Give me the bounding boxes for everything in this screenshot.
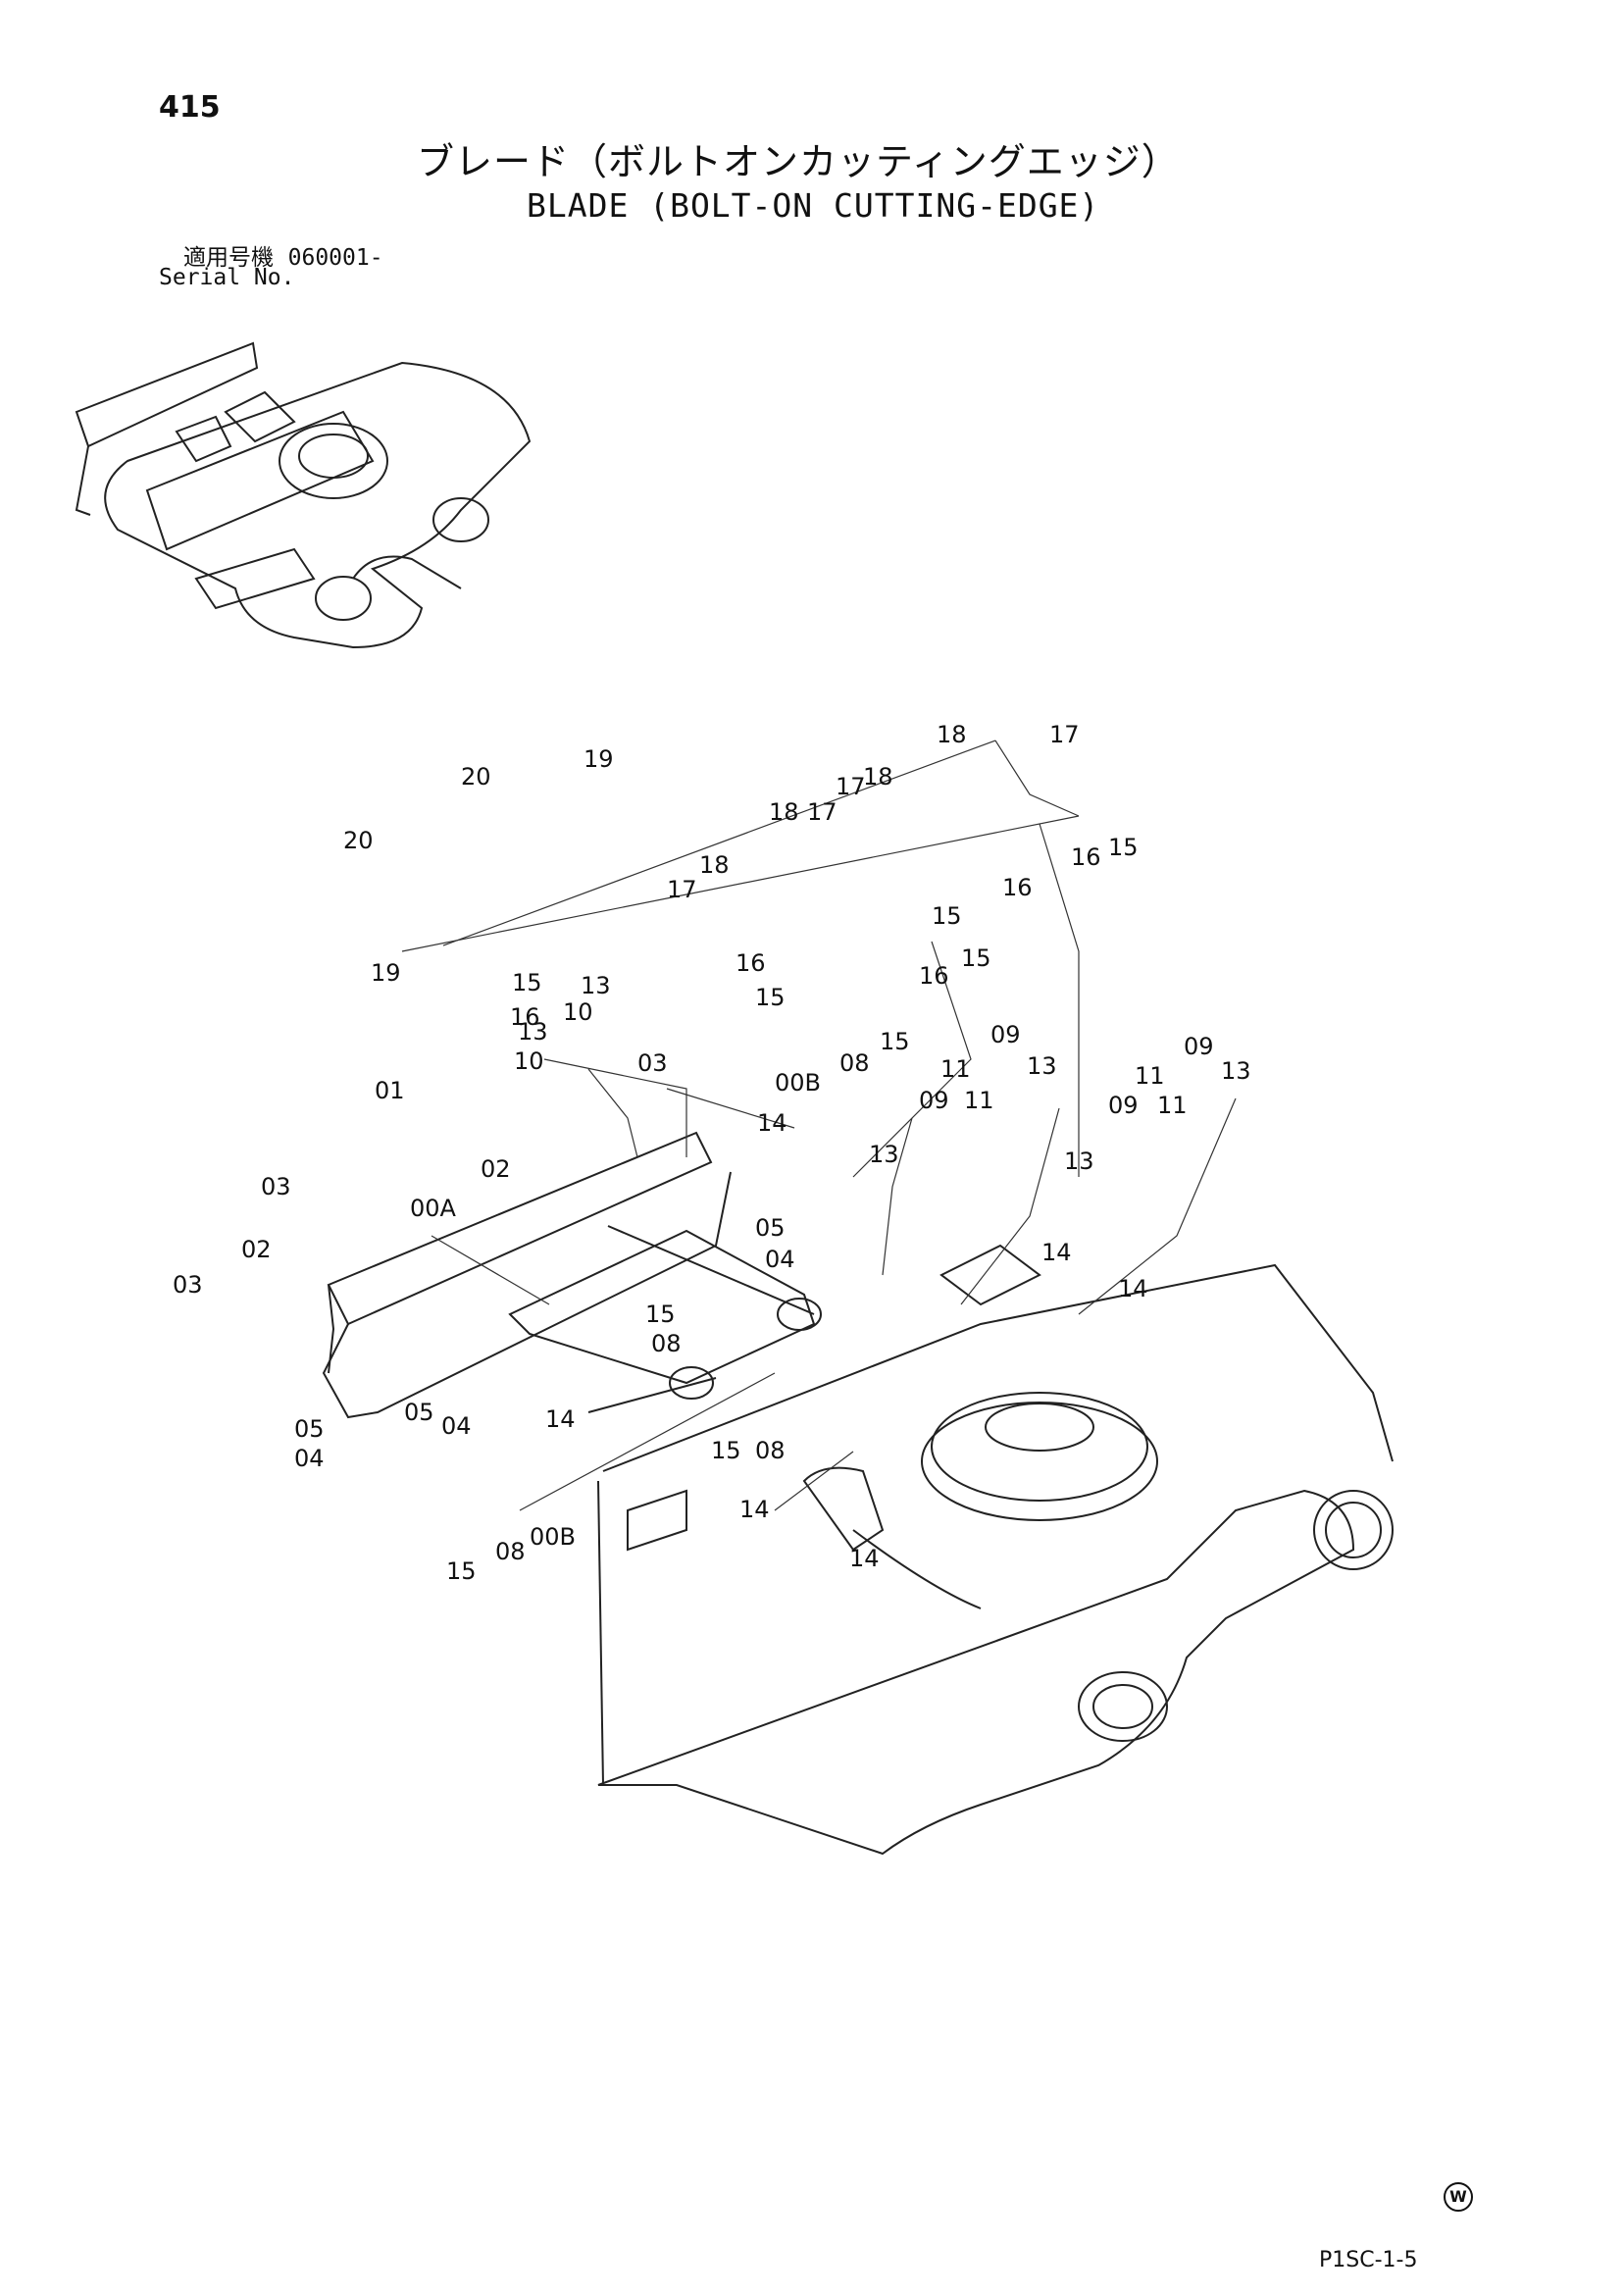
page-code: P1SC-1-5 (1319, 2248, 1418, 2272)
callout-label: 15 (446, 1557, 477, 1585)
callout-label: 15 (932, 902, 962, 930)
callout-label: 14 (757, 1109, 787, 1137)
callout-label: 04 (765, 1246, 795, 1273)
callout-label: 02 (481, 1155, 511, 1183)
callout-labels: 20 19 20 19 18 17 17 18 18 17 17 18 16 1… (173, 721, 1251, 1585)
callout-label: 10 (514, 1047, 544, 1075)
callout-label: 00B (530, 1523, 576, 1551)
leader-lines (401, 740, 1237, 1511)
callout-label: 19 (371, 959, 401, 987)
callout-label: 15 (755, 984, 786, 1011)
callout-label: 09 (1184, 1033, 1214, 1060)
callout-label: 09 (1108, 1092, 1139, 1119)
callout-label: 11 (1157, 1092, 1188, 1119)
callout-label: 08 (755, 1437, 786, 1464)
callout-label: 15 (961, 944, 991, 972)
callout-label: 08 (495, 1538, 526, 1565)
exploded-view-outline (322, 1131, 1394, 1856)
callout-label: 15 (711, 1437, 741, 1464)
callout-label: 16 (1071, 843, 1101, 871)
callout-label: 13 (581, 972, 611, 999)
callout-label: 13 (1221, 1057, 1251, 1085)
callout-label: 16 (510, 1003, 540, 1031)
callout-label: 05 (294, 1415, 325, 1443)
callout-label: 20 (461, 763, 491, 791)
title-english: BLADE (BOLT-ON CUTTING-EDGE) (527, 186, 1100, 225)
w-mark-symbol: W (1444, 2182, 1473, 2212)
page-number: 415 (159, 90, 221, 125)
callout-label: 13 (869, 1141, 899, 1168)
callout-label: 11 (964, 1087, 994, 1114)
callout-label: 14 (1041, 1239, 1072, 1266)
callout-label: 19 (584, 745, 614, 773)
callout-label: 13 (1027, 1052, 1057, 1080)
callout-label: 00B (775, 1069, 821, 1097)
callout-label: 05 (755, 1214, 786, 1242)
callout-label: 17 (1049, 721, 1080, 748)
callout-label: 15 (1108, 834, 1139, 861)
callout-label: 18 (699, 851, 730, 879)
callout-label: 08 (651, 1330, 682, 1357)
callout-label: 09 (990, 1021, 1021, 1048)
serial-label-japanese: 適用号機 (183, 245, 274, 271)
callout-label: 14 (1118, 1275, 1148, 1302)
callout-label: 15 (880, 1028, 910, 1055)
serial-line-japanese: 適用号機 060001- (183, 238, 383, 272)
callout-label: 04 (294, 1445, 325, 1472)
callout-label: 14 (849, 1545, 880, 1572)
serial-label-english: Serial No. (159, 265, 295, 290)
callout-label: 15 (645, 1301, 676, 1328)
callout-label: 03 (173, 1271, 203, 1299)
callout-label: 04 (441, 1412, 472, 1440)
callout-label: 11 (940, 1055, 971, 1083)
callout-label: 13 (1064, 1148, 1094, 1175)
callout-label: 03 (261, 1173, 291, 1200)
callout-label: 03 (637, 1049, 668, 1077)
callout-label: 16 (736, 949, 766, 977)
callout-label: 18 (769, 798, 799, 826)
callout-label: 14 (739, 1496, 770, 1523)
overview-thumbnail (75, 341, 532, 649)
callout-label: 17 (836, 773, 866, 800)
callout-label: 15 (512, 969, 542, 996)
callout-label: 05 (404, 1399, 434, 1426)
callout-label: 01 (375, 1077, 405, 1104)
callout-label: 14 (545, 1405, 576, 1433)
serial-value: 060001- (287, 245, 383, 271)
callout-label: 08 (839, 1049, 870, 1077)
callout-label: 16 (1002, 874, 1033, 901)
callout-label: 00A (410, 1195, 457, 1222)
callout-label: 18 (863, 763, 893, 791)
callout-label: 09 (919, 1087, 949, 1114)
callout-label: 10 (563, 998, 593, 1026)
callout-label: 18 (937, 721, 967, 748)
callout-label: 17 (667, 876, 697, 903)
callout-label: 11 (1135, 1062, 1165, 1090)
callout-label: 20 (343, 827, 374, 854)
callout-label: 02 (241, 1236, 272, 1263)
callout-label: 17 (807, 798, 837, 826)
callout-label: 13 (518, 1018, 548, 1046)
title-japanese: ブレード（ボルトオンカッティングエッジ） (417, 140, 1180, 183)
callout-label: 16 (919, 962, 949, 990)
